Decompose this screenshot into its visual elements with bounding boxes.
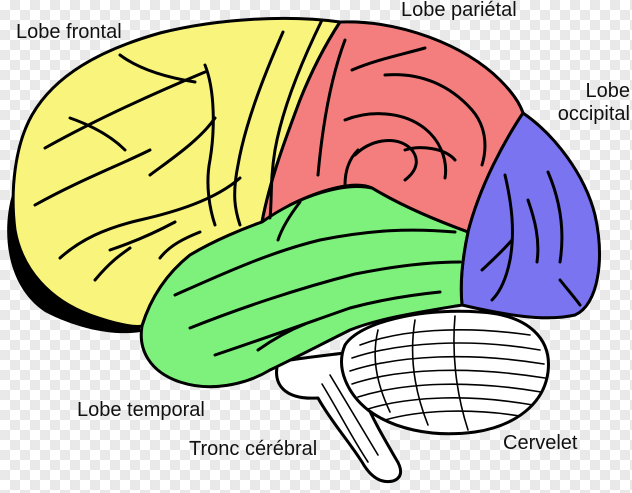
brainstem-line — [321, 383, 369, 463]
occipital-lobe-label: Lobe occipital — [558, 80, 630, 126]
cerebellum-fold — [359, 328, 531, 346]
parietal-lobe-label: Lobe pariétal — [401, 0, 517, 21]
cerebellum-label: Cervelet — [503, 432, 578, 454]
cerebellum-fold — [349, 355, 545, 372]
occipital-gyrus-line — [490, 173, 514, 302]
central-sulcus-line — [268, 18, 324, 220]
cerebellum-fold — [453, 315, 469, 431]
parietal-gyrus-line — [350, 46, 427, 72]
occipital-label-line1: Lobe — [585, 80, 631, 102]
occipital-label-line2: occipital — [557, 103, 630, 125]
parietal-gyrus-line — [343, 112, 448, 180]
frontal-lobe-label: Lobe frontal — [16, 21, 122, 43]
occipital-gyrus-line — [480, 238, 514, 272]
cerebellum-fold — [357, 383, 542, 398]
occipital-gyrus-line — [546, 170, 564, 264]
cerebellum-fold — [351, 369, 546, 385]
temporal-gyrus-line — [173, 228, 457, 297]
frontal-gyrus-line — [158, 230, 202, 260]
occipital-gyrus-line — [558, 278, 582, 307]
frontal-gyrus-line — [203, 63, 217, 227]
frontal-gyrus-line — [33, 148, 152, 207]
frontal-gyrus-line — [58, 176, 242, 260]
temporal-gyrus-line — [213, 290, 442, 357]
cerebellum-fold — [351, 342, 541, 359]
parietal-gyrus-line — [383, 73, 487, 167]
temporal-gyrus-line — [276, 200, 302, 242]
frontal-gyrus-line — [148, 116, 217, 177]
temporal-gyrus-line — [256, 322, 307, 352]
occipital-gyrus-line — [526, 198, 540, 264]
frontal-gyrus-line — [93, 246, 132, 282]
temporal-lobe-label: Lobe temporal — [77, 399, 205, 421]
temporal-gyrus-line — [188, 260, 462, 330]
frontal-gyrus-line — [68, 116, 127, 152]
brainstem-label: Tronc cérébral — [189, 438, 318, 460]
precentral-sulcus-line — [233, 30, 285, 227]
cerebellum-fold — [411, 319, 429, 426]
brainstem-line — [329, 374, 379, 456]
cerebellum-fold — [367, 397, 534, 410]
frontal-gyrus-line — [108, 220, 177, 252]
cerebellum-fold — [374, 329, 391, 413]
parietal-gyrus-line — [343, 148, 360, 187]
parietal-gyrus-line — [316, 38, 347, 177]
cerebellum-fold — [384, 410, 521, 421]
frontal-gyrus-line — [118, 53, 197, 84]
brain-shadow — [7, 195, 140, 334]
parietal-gyrus-line — [403, 146, 457, 162]
occipital-lobe-region — [459, 111, 601, 320]
